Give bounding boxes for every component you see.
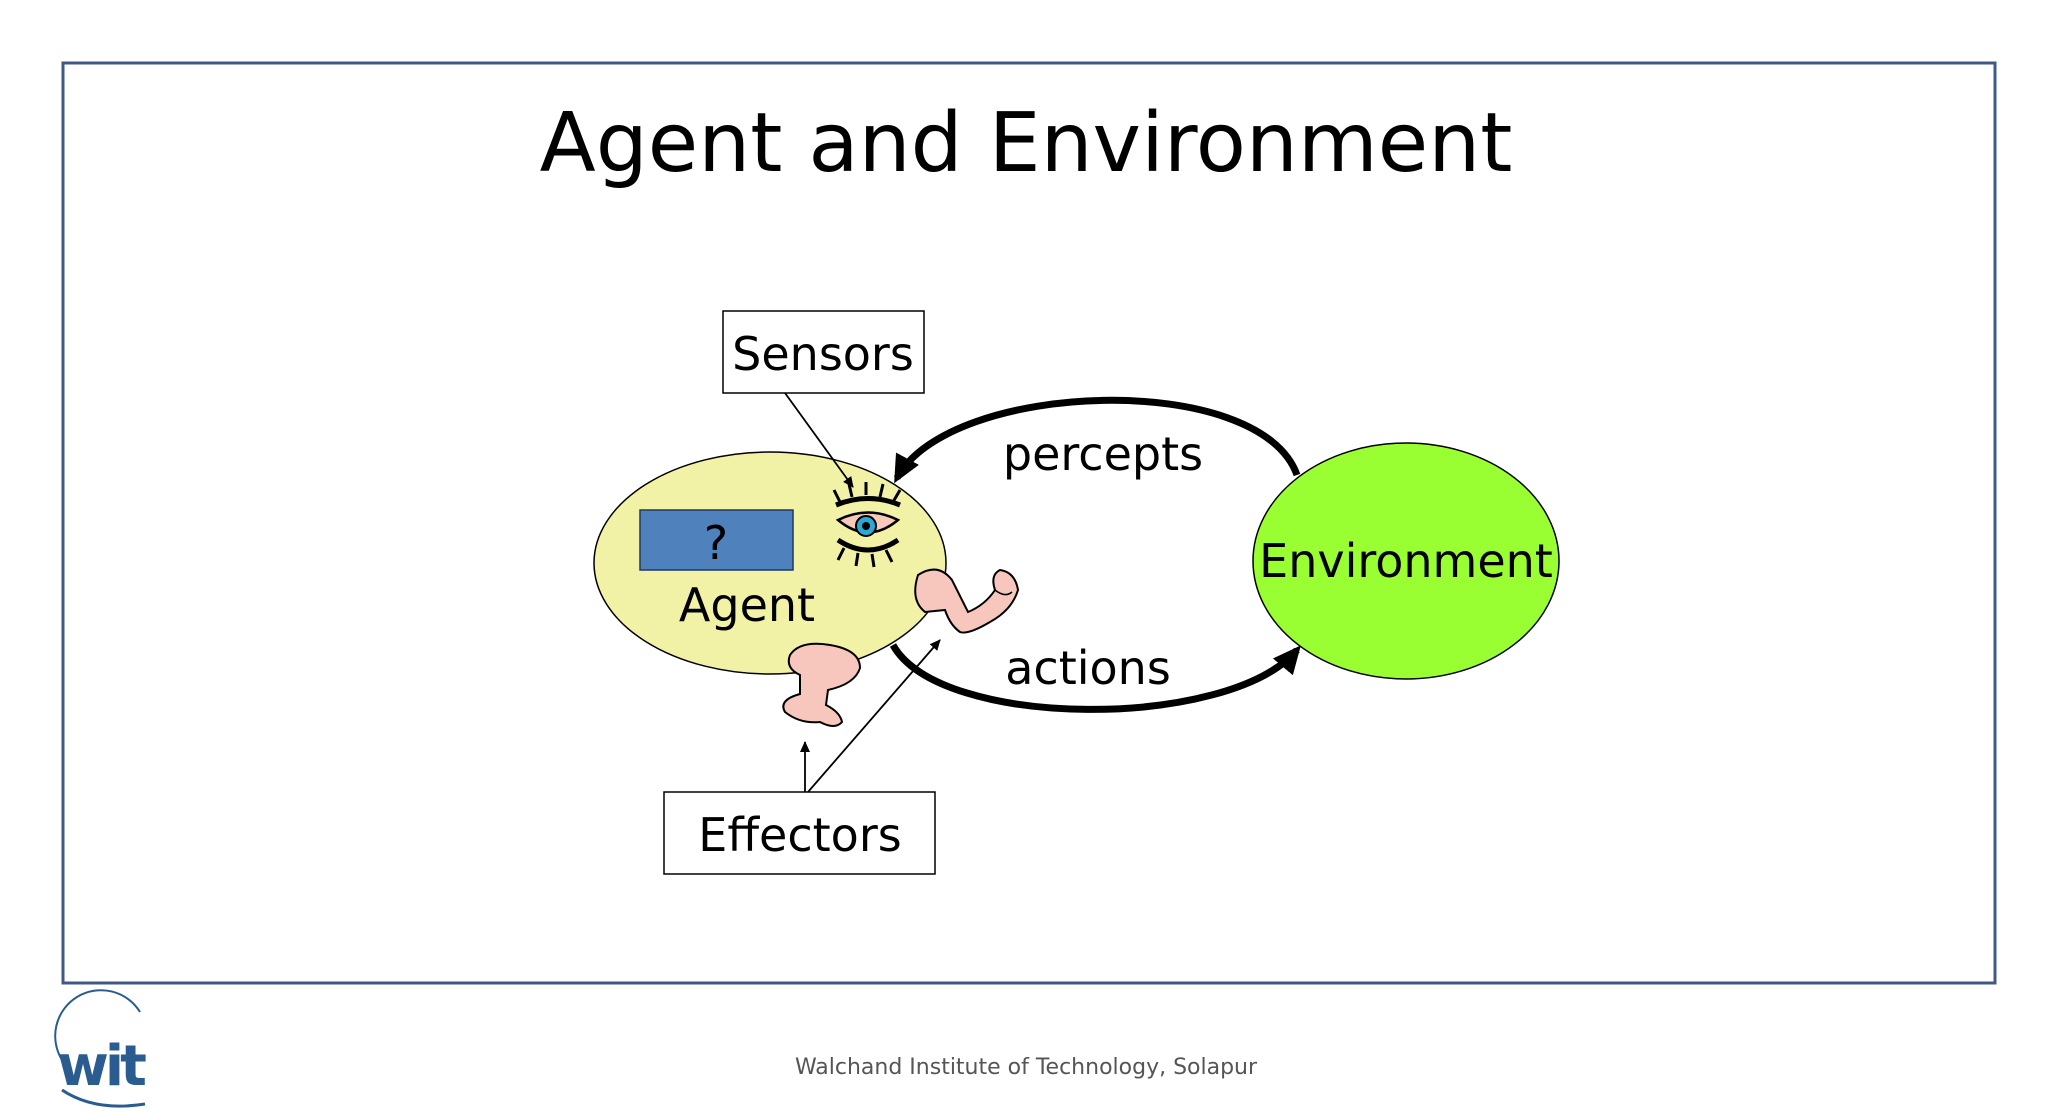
effectors-label: Effectors (698, 808, 901, 862)
actions-label: actions (1005, 641, 1171, 695)
effectors-pointer-arm (807, 639, 941, 793)
agent-unknown-symbol: ? (704, 516, 728, 570)
environment-ellipse (1252, 442, 1560, 680)
logo-letters: wit (57, 1034, 146, 1099)
leg-icon (782, 642, 862, 727)
slide-title: Agent and Environment (540, 96, 1513, 191)
effectors-box (663, 791, 936, 875)
percepts-label: percepts (1003, 427, 1203, 481)
environment-label: Environment (1259, 534, 1553, 588)
footer-text: Walchand Institute of Technology, Solapu… (795, 1055, 1258, 1080)
sensors-pointer (784, 392, 854, 488)
sensors-label: Sensors (732, 327, 914, 381)
eye-icon (832, 482, 902, 568)
slide-frame (61, 61, 1997, 985)
agent-unknown-box (639, 509, 794, 571)
sensors-box (722, 310, 925, 394)
arm-icon (914, 568, 1020, 634)
institute-logo: wit (54, 989, 150, 1108)
actions-arrow (889, 643, 1301, 713)
percepts-arrow (893, 396, 1301, 484)
agent-label: Agent (679, 578, 815, 632)
